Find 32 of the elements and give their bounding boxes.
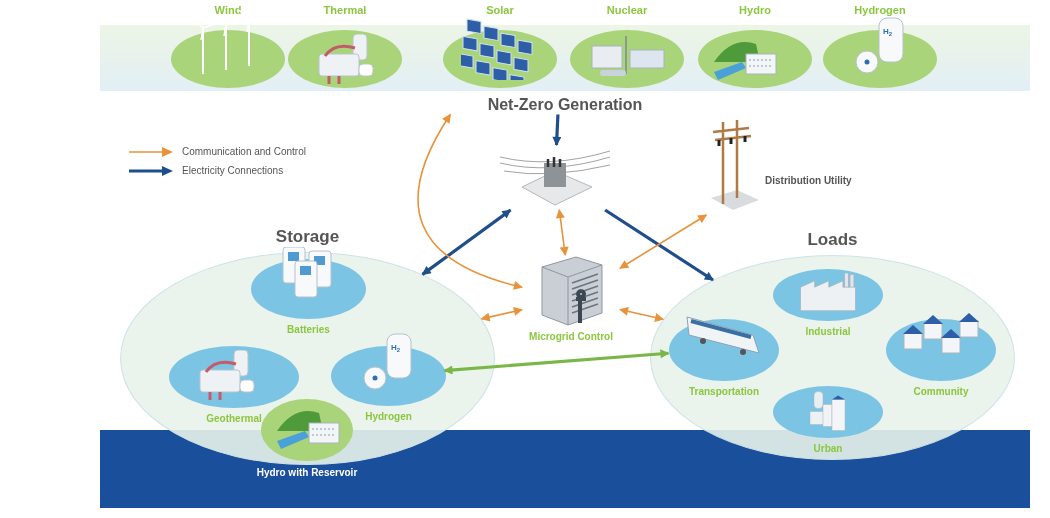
arrow xyxy=(552,114,562,146)
site-label: Batteries xyxy=(286,323,331,337)
arrow xyxy=(619,306,665,322)
site-label: Industrial xyxy=(804,325,852,339)
site-label: Urban xyxy=(812,442,844,456)
arrow xyxy=(619,214,708,270)
section-heading: Loads xyxy=(806,229,859,251)
arrow xyxy=(555,209,569,256)
site-label: Hydrogen xyxy=(364,410,413,424)
site-label: Solar xyxy=(485,3,515,18)
arrow xyxy=(421,208,512,276)
site-label: Thermal xyxy=(322,3,368,18)
node-label: Distribution Utility xyxy=(765,174,852,188)
site-label: Hydrogen xyxy=(853,3,907,18)
legend-label: Communication and Control xyxy=(182,145,306,159)
arrow xyxy=(443,349,670,375)
site-label: Hydro with Reservoir xyxy=(255,466,359,480)
arrow xyxy=(417,113,523,290)
tank-label: H$_{2}$ xyxy=(883,26,893,38)
arrow xyxy=(480,307,523,322)
site-label: Wind xyxy=(213,3,243,18)
legend-label: Electricity Connections xyxy=(182,164,284,178)
site-label: Hydro xyxy=(738,3,772,18)
site-label: Geothermal xyxy=(205,412,263,426)
site-label: Community xyxy=(912,385,970,399)
section-heading: Net-Zero Generation xyxy=(486,95,644,115)
site-label: Transportation xyxy=(688,385,760,399)
site-label: Nuclear xyxy=(605,3,649,18)
section-heading: Storage xyxy=(274,226,341,248)
node-label: Microgrid Control xyxy=(528,330,614,344)
tank-label: H$_{2}$ xyxy=(391,342,401,354)
arrow xyxy=(604,208,714,282)
